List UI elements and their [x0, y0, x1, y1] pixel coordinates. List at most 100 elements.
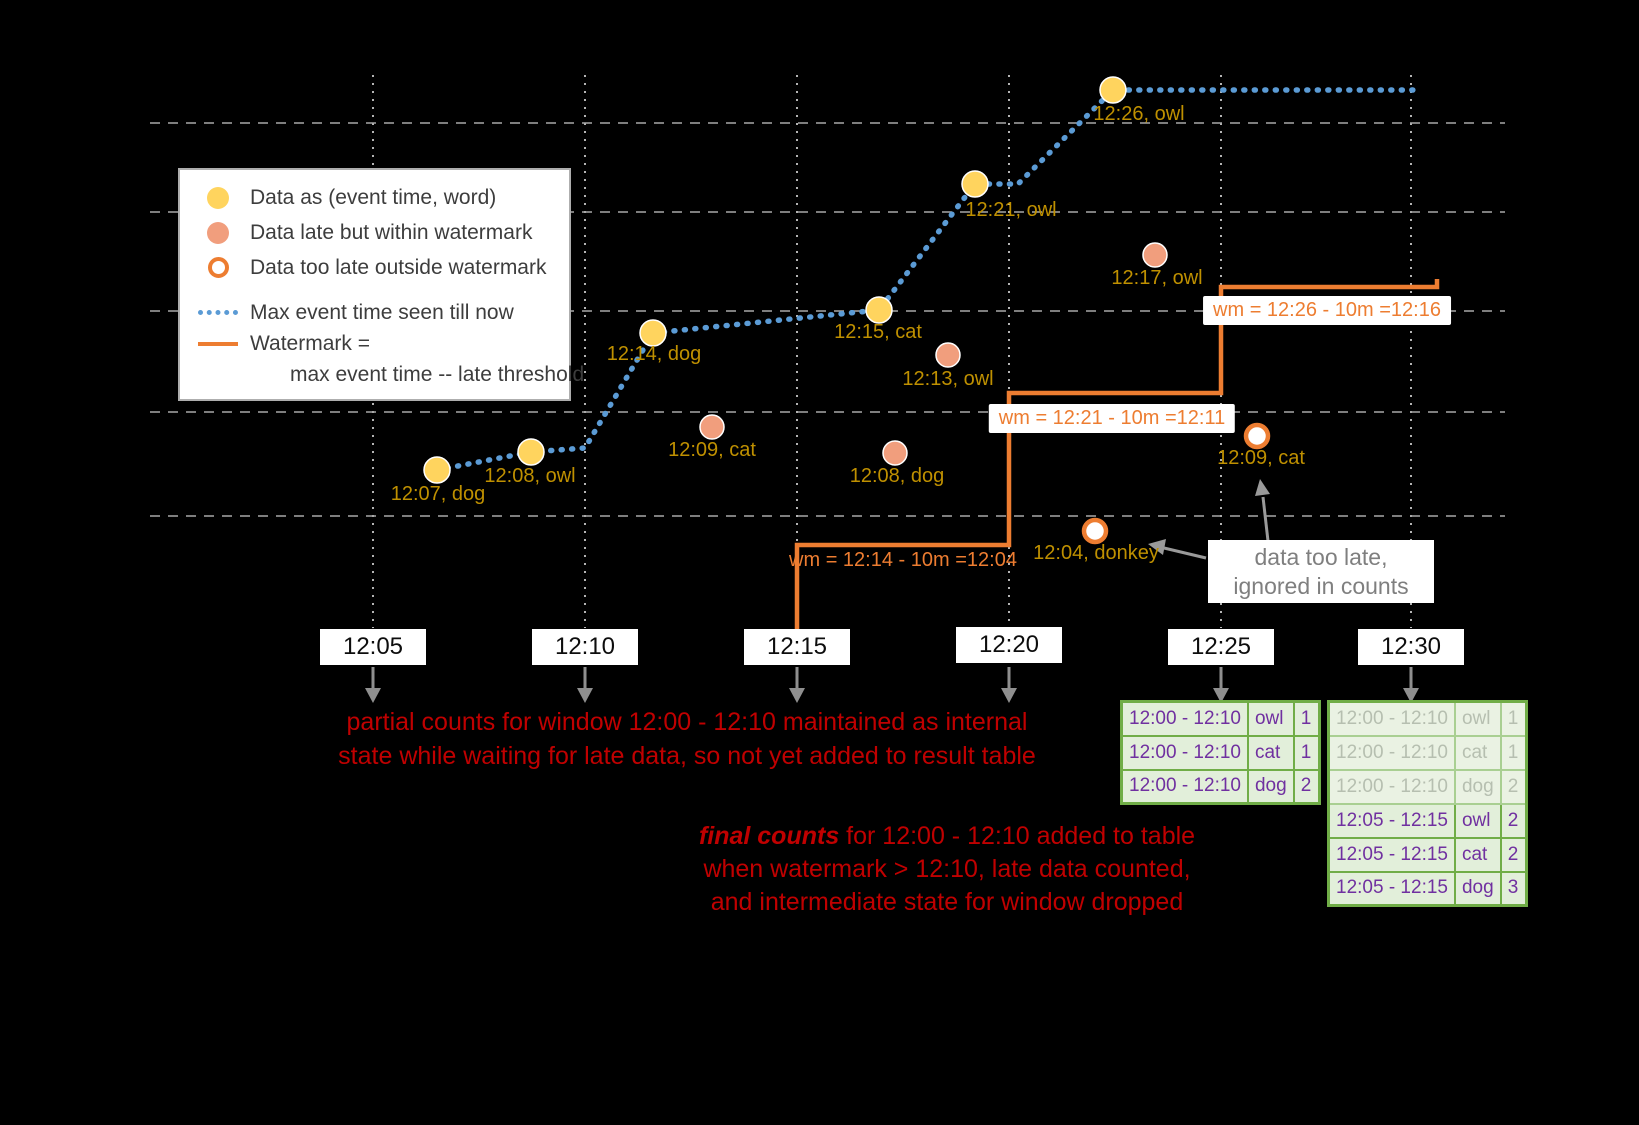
cell-window: 12:00 - 12:10 — [1327, 700, 1456, 737]
point-label: 12:08, owl — [484, 465, 576, 487]
legend-label-ontime: Data as (event time, word) — [250, 185, 497, 209]
point-label: 12:17, owl — [1111, 267, 1203, 289]
cell-word: dog — [1246, 768, 1295, 805]
point-label: 12:09, cat — [668, 439, 756, 461]
point-late-1217-owl — [1142, 242, 1168, 268]
cell-window: 12:00 - 12:10 — [1120, 734, 1249, 771]
cell-count: 1 — [1499, 700, 1528, 737]
legend-label-too-late: Data too late outside watermark — [250, 255, 547, 279]
watermark-line-icon — [198, 341, 238, 346]
cell-window: 12:00 - 12:10 — [1327, 734, 1456, 771]
too-late-note-arrows — [1148, 479, 1270, 560]
table-row-new: 12:05 - 12:15 cat 2 — [1327, 836, 1528, 873]
legend: Data as (event time, word) Data late but… — [178, 168, 584, 401]
cell-window: 12:05 - 12:15 — [1327, 870, 1456, 907]
table-row: 12:00 - 12:10 dog 2 — [1120, 768, 1321, 805]
late-dot-icon — [207, 221, 229, 244]
tick-1215: 12:15 — [744, 629, 850, 665]
tick-1205: 12:05 — [320, 629, 426, 665]
watermark-line — [794, 279, 1440, 633]
too-late-note-line1: data too late, — [1254, 544, 1388, 570]
cell-word: cat — [1453, 836, 1502, 873]
point-label: 12:09, cat — [1217, 447, 1305, 469]
point-late-1209-cat — [699, 414, 725, 440]
final-counts-emphasis: final counts — [698, 822, 840, 850]
cell-word: cat — [1453, 734, 1502, 771]
point-toolate-1204-donkey — [1081, 517, 1109, 545]
ontime-dot-icon — [207, 186, 229, 209]
table-row-old: 12:00 - 12:10 dog 2 — [1327, 768, 1528, 805]
cell-count: 3 — [1499, 870, 1528, 907]
legend-label-max-event: Max event time seen till now — [250, 300, 514, 324]
point-label: 12:07, dog — [390, 483, 486, 505]
cell-word: dog — [1453, 870, 1502, 907]
point-label: 12:15, cat — [834, 321, 922, 343]
legend-item-ontime: Data as (event time, word) — [198, 180, 569, 215]
too-late-note: data too late, ignored in counts — [1208, 540, 1434, 603]
cell-window: 12:00 - 12:10 — [1120, 700, 1249, 737]
cell-count: 2 — [1499, 836, 1528, 873]
legend-item-late: Data late but within watermark — [198, 215, 569, 250]
partial-counts-note: partial counts for window 12:00 - 12:10 … — [287, 705, 1087, 773]
legend-label-watermark-2: max event time -- late threshold — [290, 362, 585, 386]
result-table-1230: 12:00 - 12:10 owl 1 12:00 - 12:10 cat 1 … — [1327, 700, 1529, 907]
tick-1225: 12:25 — [1168, 629, 1274, 665]
point-1214-dog — [639, 319, 667, 347]
tick-1210: 12:10 — [532, 629, 638, 665]
point-late-1208-dog — [882, 440, 908, 466]
data-points-too-late — [1081, 422, 1271, 545]
cell-count: 1 — [1292, 700, 1321, 737]
legend-item-max-event: Max event time seen till now — [198, 297, 569, 328]
max-event-time-line — [434, 87, 1421, 473]
cell-count: 2 — [1292, 768, 1321, 805]
final-counts-note: final counts for 12:00 - 12:10 added to … — [597, 820, 1297, 919]
too-late-note-line2: ignored in counts — [1233, 573, 1409, 599]
point-1215-cat — [865, 296, 893, 324]
point-late-1213-owl — [935, 342, 961, 368]
point-label: 12:13, owl — [902, 368, 994, 390]
table-row: 12:00 - 12:10 cat 1 — [1120, 734, 1321, 771]
partial-counts-line2: state while waiting for late data, so no… — [338, 742, 1036, 770]
point-1226-owl — [1099, 76, 1127, 104]
legend-item-watermark-cont: max event time -- late threshold — [198, 359, 584, 390]
cell-count: 1 — [1499, 734, 1528, 771]
tick-1220: 12:20 — [956, 627, 1062, 663]
point-toolate-1209-cat — [1243, 422, 1271, 450]
cell-window: 12:00 - 12:10 — [1327, 768, 1456, 805]
data-points-ontime — [423, 76, 1127, 484]
table-row: 12:00 - 12:10 owl 1 — [1120, 700, 1321, 737]
point-label: 12:21, owl — [965, 199, 1057, 221]
point-1221-owl — [961, 170, 989, 198]
cell-word: owl — [1246, 700, 1295, 737]
legend-item-too-late: Data too late outside watermark — [198, 250, 569, 285]
tick-arrows — [365, 667, 1419, 703]
cell-word: owl — [1453, 802, 1502, 839]
table-row-new: 12:05 - 12:15 owl 2 — [1327, 802, 1528, 839]
table-row-old: 12:00 - 12:10 cat 1 — [1327, 734, 1528, 771]
cell-word: owl — [1453, 700, 1502, 737]
max-event-line-icon — [198, 310, 238, 315]
cell-window: 12:05 - 12:15 — [1327, 836, 1456, 873]
partial-counts-line1: partial counts for window 12:00 - 12:10 … — [346, 708, 1028, 736]
point-label: 12:04, donkey — [1033, 542, 1159, 564]
final-counts-line2: when watermark > 12:10, late data counte… — [703, 855, 1191, 883]
cell-word: cat — [1246, 734, 1295, 771]
point-1208-owl — [517, 438, 545, 466]
too-late-ring-icon — [207, 257, 229, 278]
legend-label-late: Data late but within watermark — [250, 220, 533, 244]
final-counts-line3: and intermediate state for window droppe… — [710, 888, 1184, 916]
watermark-label-1: wm = 12:14 - 10m =12:04 — [789, 549, 1017, 571]
watermark-label-3: wm = 12:26 - 10m =12:16 — [1203, 296, 1451, 325]
point-label: 12:14, dog — [606, 343, 702, 365]
watermark-label-2: wm = 12:21 - 10m =12:11 — [988, 404, 1236, 433]
legend-item-watermark: Watermark = — [198, 328, 569, 359]
cell-window: 12:00 - 12:10 — [1120, 768, 1249, 805]
table-row-old: 12:00 - 12:10 owl 1 — [1327, 700, 1528, 737]
cell-word: dog — [1453, 768, 1502, 805]
data-points-late — [699, 242, 1168, 466]
final-counts-line1: final counts for 12:00 - 12:10 added to … — [597, 820, 1297, 853]
point-label: 12:08, dog — [849, 465, 945, 487]
point-label: 12:26, owl — [1093, 103, 1185, 125]
